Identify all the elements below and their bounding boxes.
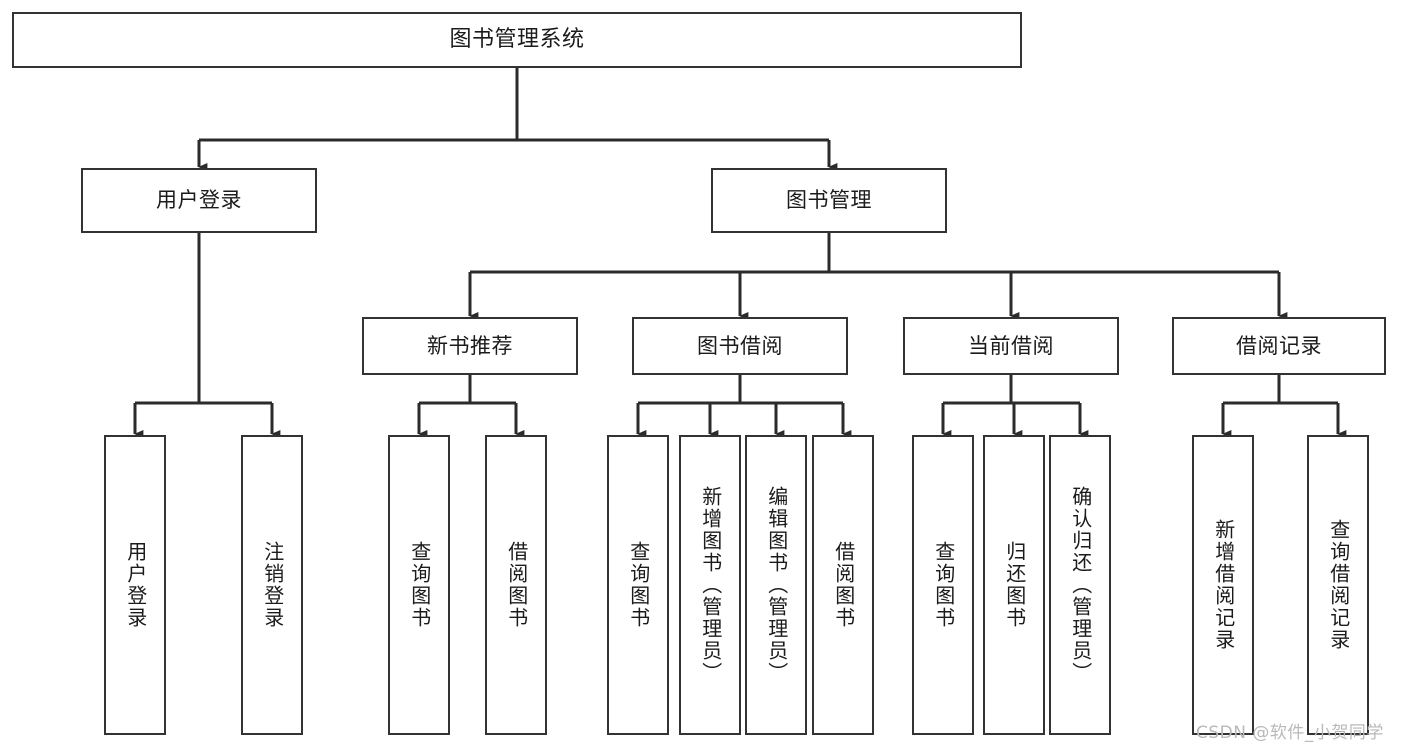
node-label: 图书管理系统	[449, 27, 585, 53]
node-leaf-user-login[interactable]: 用户登录	[104, 435, 166, 735]
node-label: 新增借阅记录	[1211, 519, 1236, 651]
node-label: 编辑图书（管理员）	[764, 486, 789, 684]
node-leaf-query-book-3[interactable]: 查询图书	[912, 435, 974, 735]
node-book-borrow[interactable]: 图书借阅	[632, 317, 848, 375]
node-user-login[interactable]: 用户登录	[81, 168, 317, 233]
node-leaf-query-book-1[interactable]: 查询图书	[388, 435, 450, 735]
node-root[interactable]: 图书管理系统	[12, 12, 1022, 68]
node-current-borrow[interactable]: 当前借阅	[903, 317, 1119, 375]
node-label: 查询图书	[626, 541, 651, 629]
node-leaf-logout[interactable]: 注销登录	[241, 435, 303, 735]
node-leaf-add-book[interactable]: 新增图书（管理员）	[679, 435, 741, 735]
node-label: 图书管理	[786, 188, 872, 213]
node-label: 归还图书	[1002, 541, 1027, 629]
node-label: 查询图书	[407, 541, 432, 629]
node-label: 注销登录	[260, 541, 285, 629]
node-label: 查询借阅记录	[1326, 519, 1351, 651]
node-label: 用户登录	[123, 541, 148, 629]
node-leaf-borrow-book-2[interactable]: 借阅图书	[812, 435, 874, 735]
node-borrow-record[interactable]: 借阅记录	[1172, 317, 1386, 375]
node-label: 新书推荐	[427, 333, 513, 358]
node-label: 用户登录	[156, 188, 242, 213]
node-leaf-borrow-book-1[interactable]: 借阅图书	[485, 435, 547, 735]
edge-group	[133, 68, 1347, 439]
node-label: 借阅图书	[831, 541, 856, 629]
node-label: 借阅图书	[504, 541, 529, 629]
node-label: 确认归还（管理员）	[1068, 486, 1093, 684]
node-leaf-query-book-2[interactable]: 查询图书	[607, 435, 669, 735]
node-new-book-rec[interactable]: 新书推荐	[362, 317, 578, 375]
node-leaf-add-record[interactable]: 新增借阅记录	[1192, 435, 1254, 735]
node-label: 新增图书（管理员）	[698, 486, 723, 684]
node-label: 当前借阅	[968, 333, 1054, 358]
node-leaf-return-book[interactable]: 归还图书	[983, 435, 1045, 735]
node-leaf-edit-book[interactable]: 编辑图书（管理员）	[745, 435, 807, 735]
node-label: 查询图书	[931, 541, 956, 629]
node-leaf-query-record[interactable]: 查询借阅记录	[1307, 435, 1369, 735]
node-label: 借阅记录	[1236, 333, 1322, 358]
csdn-watermark: CSDN @软件_小贺同学	[1196, 723, 1384, 743]
node-label: 图书借阅	[697, 333, 783, 358]
node-book-manage[interactable]: 图书管理	[711, 168, 947, 233]
node-leaf-confirm-return[interactable]: 确认归还（管理员）	[1049, 435, 1111, 735]
